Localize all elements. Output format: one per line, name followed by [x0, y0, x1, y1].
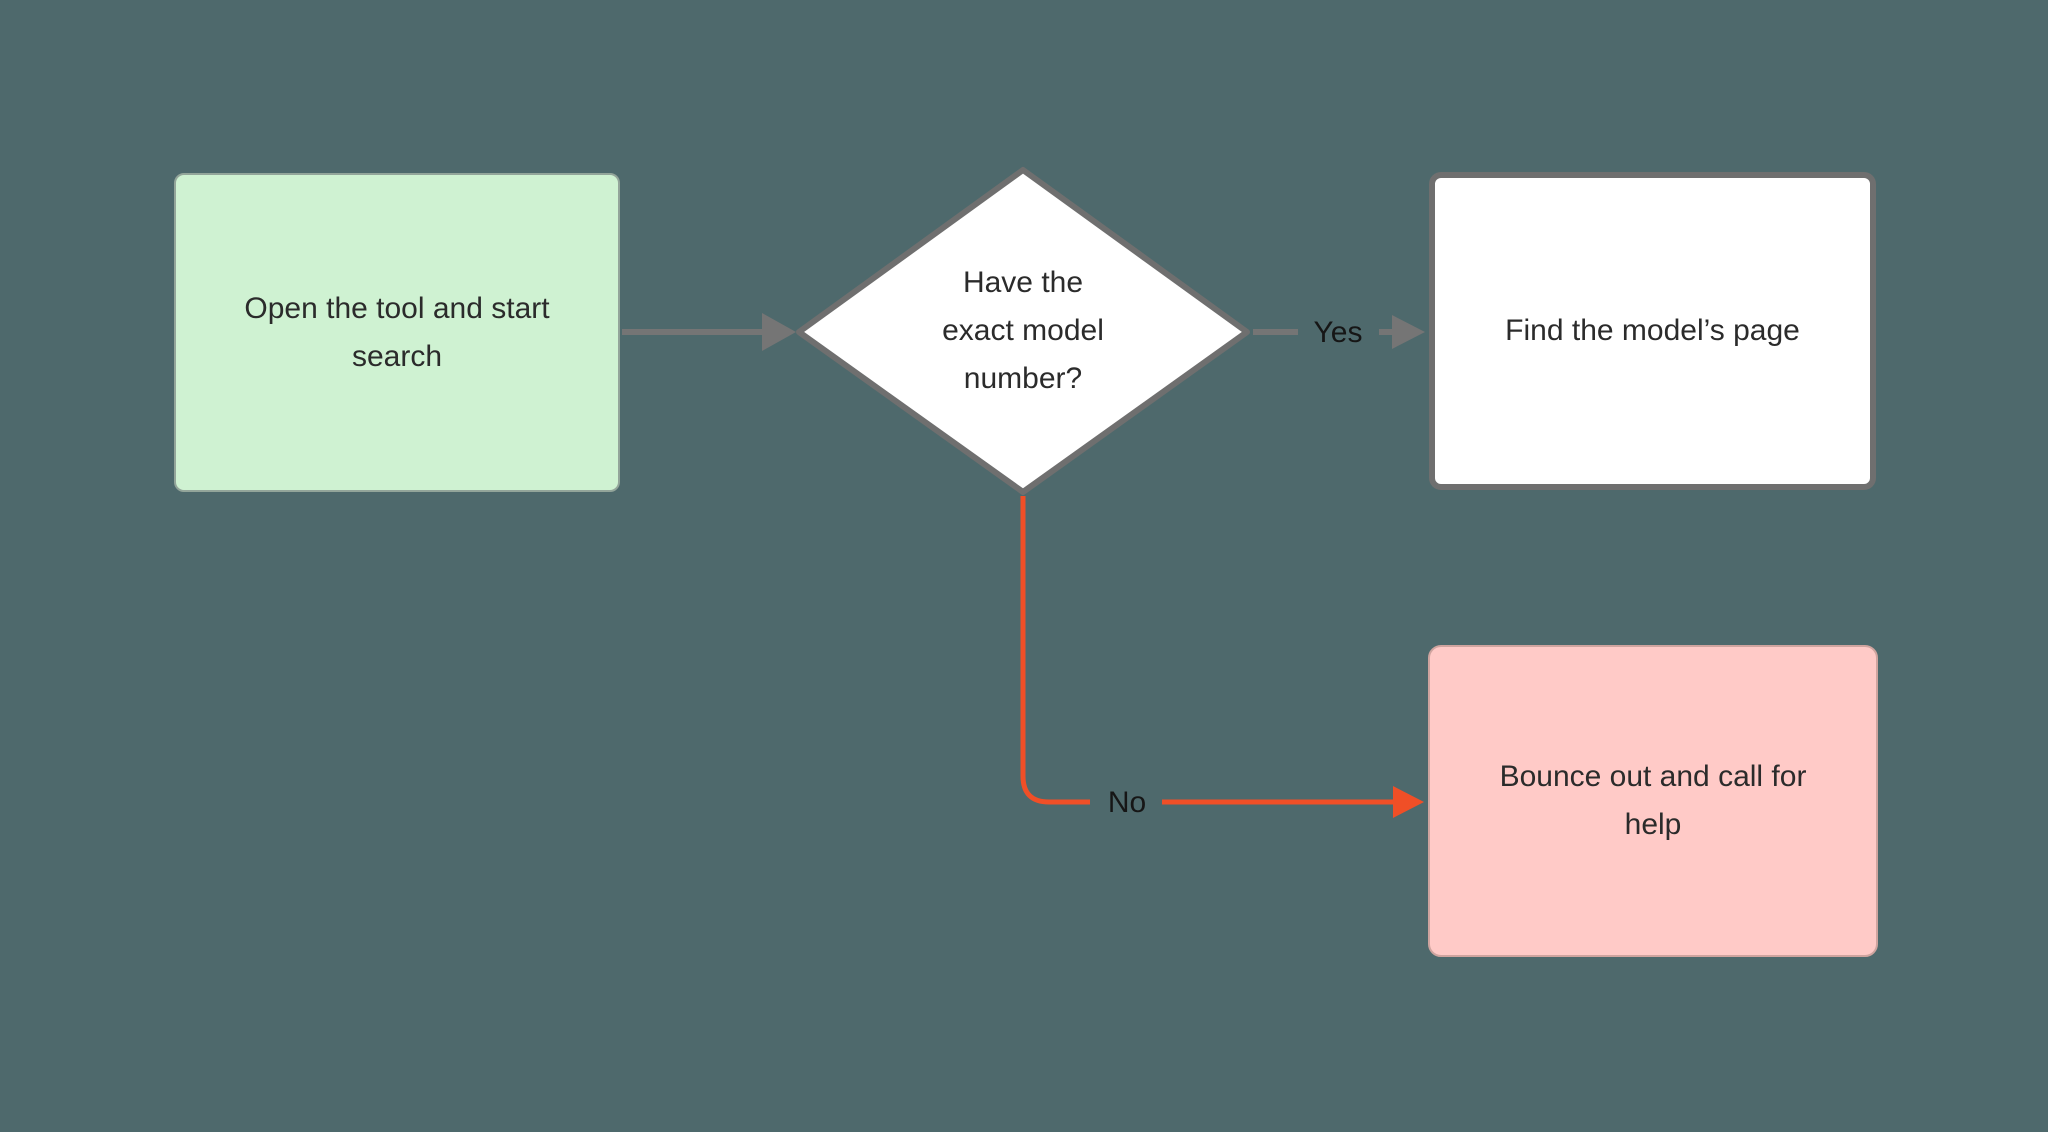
node-yes-result: Find the model’s page [1429, 172, 1876, 490]
node-yes-result-label: Find the model’s page [1505, 314, 1800, 347]
node-start-label: Open the tool and start search [244, 291, 550, 373]
node-start: Open the tool and start search [174, 173, 620, 492]
edge-label-no: No [1107, 786, 1147, 819]
node-no-result-label: Bounce out and call for help [1499, 760, 1807, 841]
edge-label-yes: Yes [1313, 316, 1363, 349]
node-decision-label: Have the exact model number? [942, 266, 1104, 395]
edge-start-to-decision-arrowhead-icon [762, 313, 796, 351]
node-no-result: Bounce out and call for help [1428, 645, 1878, 957]
edge-decision-to-no-arrowhead-icon [1393, 786, 1424, 818]
edge-decision-to-yes-arrowhead-icon [1392, 315, 1425, 349]
edge-decision-to-no-line-elbow [1020, 496, 1090, 805]
decision-diamond-shape [796, 167, 1250, 495]
node-decision: Have the exact model number? [903, 171, 1143, 491]
